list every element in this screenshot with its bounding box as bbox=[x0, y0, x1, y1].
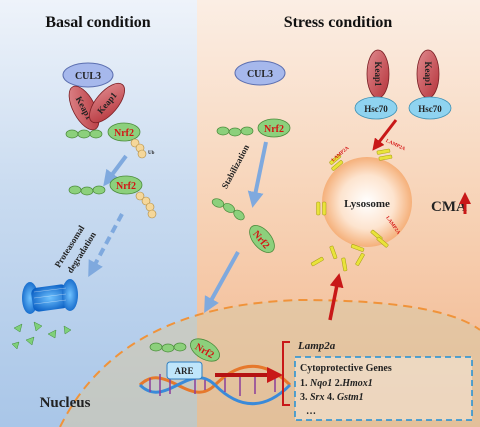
lamp2a-receptors bbox=[316, 148, 393, 248]
hsc70-label-b: Hsc70 bbox=[418, 104, 442, 114]
genes-box-title: Cytoprotective Genes bbox=[300, 363, 392, 374]
nrf2-segment bbox=[92, 185, 106, 195]
hsc70-node-a bbox=[354, 96, 398, 120]
are-label: ARE bbox=[174, 366, 193, 376]
ub-bead bbox=[147, 209, 157, 219]
nrf2-nuclear: Nrf2 bbox=[149, 338, 220, 362]
cul3-node-left bbox=[62, 62, 114, 88]
arrow-degradation bbox=[88, 213, 124, 278]
gene-num-2: 2. bbox=[332, 378, 343, 389]
proteasome-cap-right bbox=[62, 279, 78, 311]
lysosome-body bbox=[322, 157, 412, 247]
keap1-label-right-b: Keap1 bbox=[423, 61, 433, 87]
proteasome bbox=[22, 279, 78, 314]
nuclear-membrane bbox=[59, 298, 480, 427]
nrf2-segment bbox=[161, 343, 175, 353]
genes-line-1: 1. Nqo1 2.Hmox1 bbox=[300, 378, 373, 389]
arrow-stabilization bbox=[247, 141, 268, 208]
gene-num-3: 3. bbox=[300, 392, 310, 403]
lamp2a-free bbox=[310, 244, 365, 272]
gene-gstm1: Gstm1 bbox=[337, 392, 364, 403]
nrf2-segment bbox=[240, 126, 254, 136]
nrf2-segment bbox=[233, 209, 245, 221]
nrf2-free-2: Nrf2 bbox=[211, 198, 275, 253]
dna-base-pairs bbox=[149, 374, 276, 396]
nrf2-node-left bbox=[107, 122, 141, 142]
keap1-node-left-b bbox=[89, 82, 125, 124]
hsc70-node-b bbox=[408, 96, 452, 120]
nrf2-node bbox=[257, 118, 291, 138]
hsc70-label-a: Hsc70 bbox=[364, 104, 388, 114]
proteasome-texture bbox=[33, 287, 67, 305]
cul3-node-right bbox=[234, 60, 286, 86]
nrf2-segment bbox=[89, 129, 103, 139]
arrow-lamp2a-expression bbox=[328, 273, 344, 321]
gene-nqo1: Nqo1 bbox=[309, 378, 332, 389]
cul3-keap1-complex: CUL3 Keap1 Keap1 Nrf2 Ub bbox=[62, 62, 155, 159]
cytoprotective-genes-box bbox=[294, 356, 473, 421]
gene-hmox1: Hmox1 bbox=[341, 378, 373, 389]
nrf2-segment bbox=[216, 126, 230, 136]
nucleus-region bbox=[60, 300, 480, 427]
ub-bead bbox=[141, 196, 151, 206]
arrow-to-lysosome bbox=[372, 119, 398, 151]
nrf2-free-1: Nrf2 bbox=[216, 118, 291, 138]
nrf2-segment bbox=[149, 342, 163, 352]
dna-helix bbox=[138, 364, 292, 406]
stress-title: Stress condition bbox=[284, 14, 393, 31]
cma-label: CMA bbox=[431, 199, 467, 215]
gene-bracket bbox=[282, 341, 290, 406]
gene-num-1: 1. bbox=[300, 378, 310, 389]
genes-line-2: 3. Srx 4. Gstm1 bbox=[300, 392, 364, 403]
nrf2-segment bbox=[65, 129, 79, 139]
nrf2-segment bbox=[68, 185, 82, 195]
nrf2-segment bbox=[228, 127, 242, 137]
lamp2a-gene-label: Lamp2a bbox=[297, 340, 336, 352]
cul3-label-left: CUL3 bbox=[75, 71, 101, 82]
peptide-fragments bbox=[11, 321, 72, 350]
arrow-nuclear-translocation bbox=[204, 251, 240, 313]
gene-num-4: 4. bbox=[324, 392, 337, 403]
basal-title: Basal condition bbox=[45, 14, 150, 31]
nrf2-label: Nrf2 bbox=[114, 128, 134, 139]
ub-bead bbox=[135, 191, 145, 201]
nrf2-segment bbox=[80, 186, 94, 196]
nrf2-segment bbox=[173, 342, 187, 352]
nrf2-node bbox=[190, 338, 220, 362]
nrf2-ub-complex: Nrf2 bbox=[68, 175, 157, 219]
nucleus-label: Nucleus bbox=[40, 395, 91, 411]
ub-bead bbox=[137, 149, 147, 159]
nrf2-label: Nrf2 bbox=[116, 181, 136, 192]
nrf2-node bbox=[249, 225, 275, 253]
nrf2-node bbox=[109, 175, 143, 195]
dna-strand-b bbox=[138, 376, 292, 406]
keap1-hsc70-b: Keap1 Hsc70 bbox=[408, 49, 452, 120]
nrf2-segment bbox=[77, 129, 91, 139]
cul3-label-right: CUL3 bbox=[247, 69, 273, 80]
genes-ellipsis: … bbox=[306, 406, 316, 417]
are-box bbox=[166, 361, 203, 380]
lysosome-label: Lysosome bbox=[344, 198, 390, 210]
arrow-ubiquitination bbox=[103, 154, 128, 187]
keap1-label-right-a: Keap1 bbox=[373, 61, 383, 87]
keap1-hsc70-a: Keap1 Hsc70 bbox=[354, 49, 398, 120]
ub-label: Ub bbox=[148, 151, 155, 156]
gene-srx: Srx bbox=[310, 392, 324, 403]
nrf2-label: Nrf2 bbox=[264, 124, 284, 135]
